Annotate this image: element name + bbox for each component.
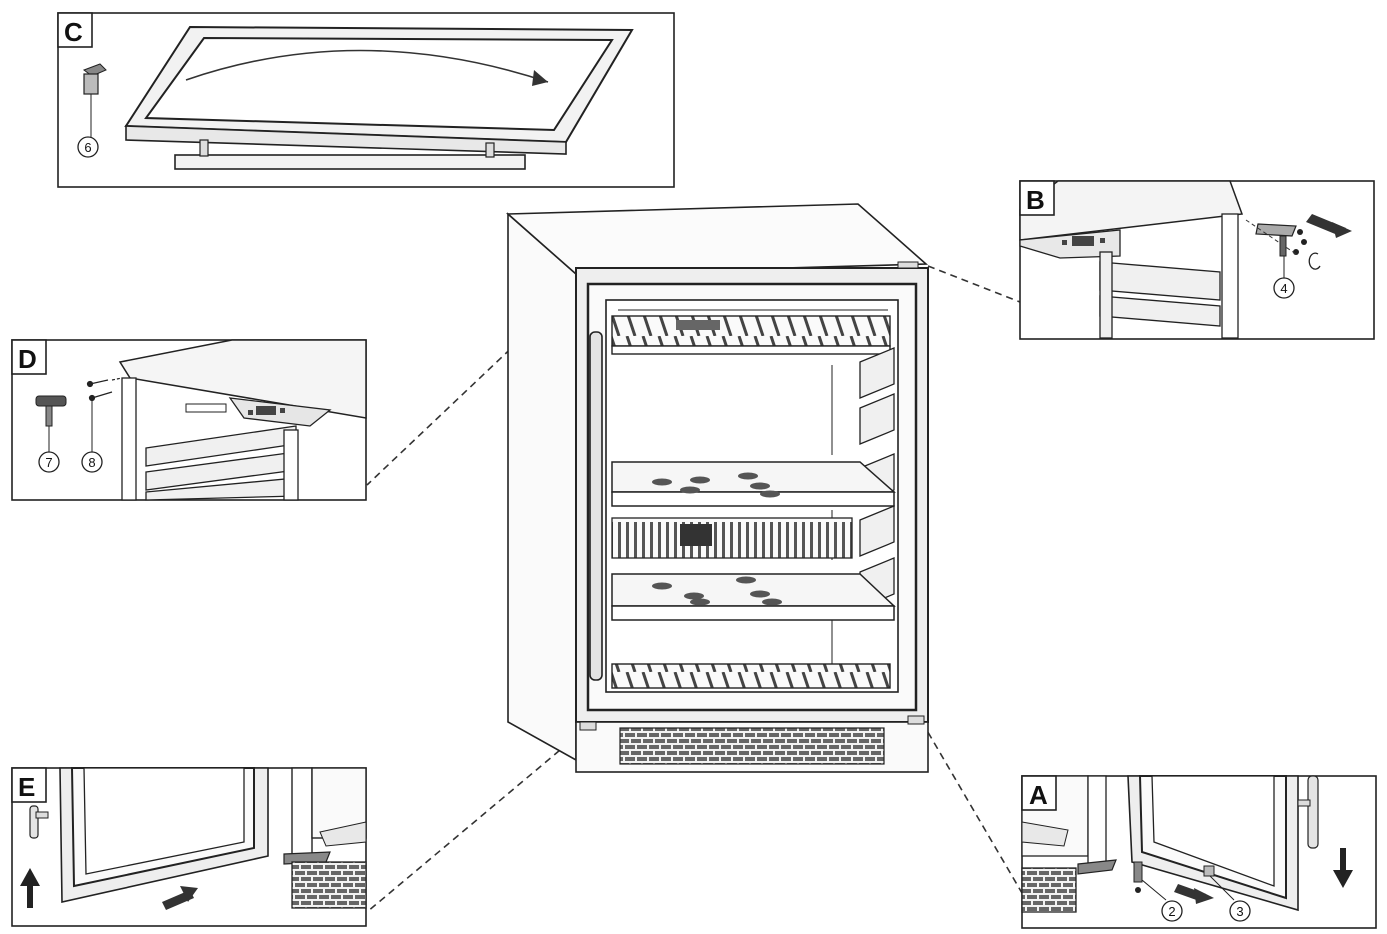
bottom-wire-rack xyxy=(611,663,891,689)
shelf-lower xyxy=(611,573,896,621)
callout-8-label: 8 xyxy=(88,455,95,470)
hinge-plate-b xyxy=(1255,223,1297,237)
leader-e xyxy=(366,734,579,913)
part-8-screws-icon xyxy=(86,377,123,452)
rotate-icon xyxy=(1308,252,1321,270)
callout-3-label: 3 xyxy=(1236,904,1243,919)
panel-a: 2 3 A xyxy=(1021,775,1377,929)
part-3-bracket-icon xyxy=(1203,865,1215,877)
shelf-upper xyxy=(611,461,896,507)
flip-arrow xyxy=(185,49,549,83)
panel-e-tag: E xyxy=(18,772,35,802)
panel-c-tag: C xyxy=(64,17,83,47)
leader-b xyxy=(927,265,1021,303)
top-wire-rack xyxy=(611,315,891,347)
up-arrow-icon xyxy=(20,868,40,908)
panel-b: 4 B xyxy=(1019,180,1375,340)
part-7-hinge-icon xyxy=(35,395,67,452)
wine-cooler-cabinet xyxy=(505,203,929,773)
callout-7 xyxy=(38,451,60,473)
cabinet-top xyxy=(505,203,929,275)
callout-4-label: 4 xyxy=(1280,281,1287,296)
panel-c: C 6 xyxy=(57,12,675,188)
panel-d-tag: D xyxy=(18,344,37,374)
fan-center xyxy=(680,524,712,546)
fan-grille xyxy=(611,517,853,559)
callout-3 xyxy=(1229,900,1251,922)
ventilation-grille xyxy=(619,727,885,765)
callout-2 xyxy=(1161,900,1183,922)
control-display-d xyxy=(256,406,276,415)
door-handle xyxy=(589,331,603,681)
panel-d: 7 8 D xyxy=(11,339,367,501)
panel-e: E xyxy=(11,767,367,927)
control-display-b xyxy=(1072,236,1094,246)
door-flat-inner xyxy=(144,36,614,132)
cabinet-side xyxy=(507,212,577,762)
callout-8 xyxy=(81,451,103,473)
leader-a xyxy=(921,721,1023,894)
slide-arrow-e-icon xyxy=(162,886,198,910)
callout-7-label: 7 xyxy=(45,455,52,470)
rack-label xyxy=(676,320,720,330)
hinge-top-right xyxy=(897,261,919,269)
panel-b-tag: B xyxy=(1026,185,1045,215)
part-6-hinge-cover-icon xyxy=(82,63,107,138)
down-arrow-icon xyxy=(1333,848,1353,888)
callout-6-label: 6 xyxy=(84,140,91,155)
callout-6 xyxy=(77,136,99,158)
door-flat-handle xyxy=(174,154,526,170)
part-2-hinge-pin-icon xyxy=(1133,861,1167,901)
callout-2-label: 2 xyxy=(1168,904,1175,919)
slide-arrow-a-icon xyxy=(1174,884,1214,904)
hinge-bottom-right xyxy=(907,715,925,725)
slide-arrow-b-icon xyxy=(1306,214,1352,238)
hinge-bottom-left xyxy=(579,721,597,731)
panel-a-tag: A xyxy=(1029,780,1048,810)
callout-4 xyxy=(1273,277,1295,299)
hinge-plate-a xyxy=(1077,859,1117,875)
